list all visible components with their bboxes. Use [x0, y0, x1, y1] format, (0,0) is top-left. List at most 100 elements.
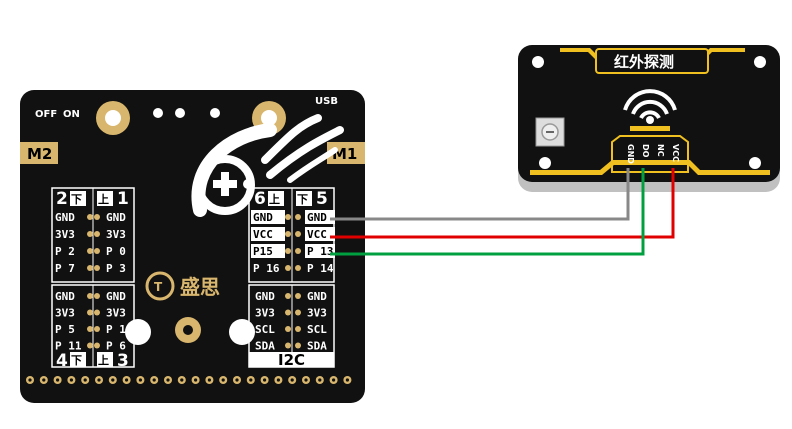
port-4-number: 4	[56, 351, 68, 371]
pin-hole	[295, 248, 301, 254]
gamepad-icon	[195, 155, 255, 215]
sensor-pin-label: VCC	[671, 144, 680, 162]
pin-label: P 14	[307, 262, 334, 275]
pin-label: 3V3	[255, 307, 275, 320]
infrared-icon	[623, 89, 677, 131]
bottom-pin-row	[26, 376, 352, 384]
pin-label: P 2	[55, 245, 75, 258]
pin-hole	[94, 231, 100, 237]
wires	[330, 168, 675, 256]
port-6-number: 6	[254, 189, 266, 209]
pin-hole	[295, 326, 301, 332]
pin-hole	[285, 231, 291, 237]
off-label: OFF	[35, 109, 57, 120]
pin-hole	[87, 309, 93, 316]
sensor-pin-label: GND	[626, 144, 635, 164]
i2c-label: I2C	[278, 351, 305, 369]
svg-text:T: T	[154, 280, 163, 294]
wire-gnd	[330, 168, 630, 221]
pin-label: SCL	[255, 323, 275, 336]
pin-label: VCC	[307, 228, 327, 241]
port-2-1-header: 2 下 上 1 GND 3V3 P 2 P 7 GND 3V3 P 0 P 3	[51, 187, 135, 283]
brand-logo: T 盛思	[145, 271, 220, 301]
pin-label-bg	[305, 227, 335, 241]
pin-hole	[285, 214, 291, 220]
pin-hole	[295, 342, 301, 349]
pin-hole	[94, 265, 100, 271]
wire-do	[330, 168, 645, 256]
pin-label: GND	[55, 211, 75, 224]
port-2-arrow: 下	[71, 193, 82, 206]
sensor-pin-label: DO	[641, 144, 650, 158]
pin-hole	[285, 342, 291, 349]
sensor-title: 红外探测	[614, 53, 674, 71]
pin-label: P 16	[253, 262, 280, 275]
port-5-number: 5	[316, 189, 328, 209]
pin-hole	[87, 293, 93, 299]
port-1-arrow: 上	[98, 192, 109, 206]
port-2-number: 2	[56, 189, 68, 209]
pin-label: SDA	[255, 340, 275, 353]
sensor-pin-label: NC	[656, 144, 665, 157]
pin-label: GND	[106, 290, 126, 303]
pin-label: P15	[253, 245, 273, 258]
ir-sensor-module: 红外探测 GND DO NC VCC	[518, 45, 780, 192]
pin-label: P 0	[106, 245, 126, 258]
pin-hole	[285, 265, 291, 271]
pin-label: 3V3	[55, 228, 75, 241]
pin-hole	[87, 326, 93, 332]
port-6-arrow: 上	[269, 192, 280, 206]
pin-label: P 13	[307, 245, 334, 258]
wire-vcc	[330, 168, 675, 239]
pin-label-bg	[305, 244, 335, 258]
pin-hole	[285, 293, 291, 299]
pin-hole	[87, 265, 93, 271]
pin-label-bg	[251, 227, 285, 241]
pin-hole	[295, 231, 301, 237]
port-3-arrow: 上	[98, 353, 109, 367]
pin-hole	[295, 309, 301, 316]
sensor-title-plate	[595, 48, 709, 74]
pin-hole	[87, 248, 93, 254]
pin-hole	[295, 214, 301, 220]
pin-label: 3V3	[106, 307, 126, 320]
port-1-number: 1	[117, 189, 129, 209]
pin-hole	[87, 214, 93, 220]
pin-label: SCL	[307, 323, 327, 336]
potentiometer-icon	[535, 117, 565, 147]
usb-label: USB	[315, 96, 338, 107]
pin-label: 3V3	[106, 228, 126, 241]
port-3-number: 3	[117, 351, 129, 371]
expansion-board: OFF ON USB M2 M1 T 盛思	[20, 90, 365, 403]
pin-label: GND	[307, 290, 327, 303]
pin-hole	[285, 326, 291, 332]
pin-label: GND	[253, 211, 273, 224]
m2-tag	[20, 142, 58, 164]
on-label: ON	[63, 109, 80, 120]
pin-label-bg	[251, 244, 285, 258]
pin-hole	[94, 309, 100, 316]
pin-hole	[94, 326, 100, 332]
logo-text: 盛思	[180, 275, 220, 299]
pin-label-bg	[251, 210, 285, 224]
pin-label: P 5	[55, 323, 75, 336]
pin-label: P 7	[55, 262, 75, 275]
pin-label: P 1	[106, 323, 126, 336]
pin-label: 3V3	[307, 307, 327, 320]
pin-label: GND	[255, 290, 275, 303]
pin-hole	[87, 342, 93, 349]
pin-label: GND	[106, 211, 126, 224]
m1-label: M1	[332, 145, 357, 163]
pin-label: GND	[307, 211, 327, 224]
m2-label: M2	[27, 145, 52, 163]
pin-label: P 6	[106, 340, 126, 353]
pin-hole	[285, 309, 291, 316]
pin-hole	[94, 248, 100, 254]
pin-hole	[295, 293, 301, 299]
pin-label: P 3	[106, 262, 126, 275]
pin-label: GND	[55, 290, 75, 303]
